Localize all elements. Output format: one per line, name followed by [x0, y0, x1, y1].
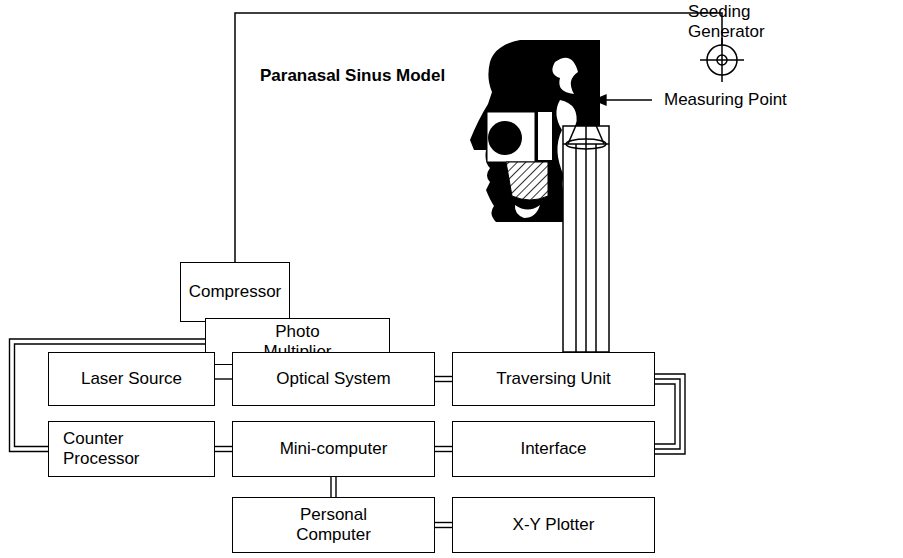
connector-line: [435, 376, 452, 377]
connector-line: [655, 384, 675, 444]
signal-connector: [435, 447, 452, 452]
signal-connector: [435, 377, 452, 382]
signal-connector: [435, 523, 452, 528]
process-box: Laser Source: [48, 352, 215, 406]
connector-line: [215, 451, 232, 452]
signal-connector: [215, 379, 232, 380]
annotation-label: Paranasal Sinus Model: [258, 66, 447, 86]
connector-line: [435, 522, 452, 523]
process-box: X-Y Plotter: [452, 497, 655, 553]
box-label: Counter Processor: [63, 429, 153, 468]
connector-line: [335, 477, 336, 497]
signal-connector: [331, 477, 336, 497]
box-label: Interface: [520, 439, 586, 459]
process-box: Counter Processor: [48, 421, 215, 477]
box-label: Optical System: [276, 369, 390, 389]
connector-line: [215, 378, 232, 379]
process-box: Personal Computer: [232, 497, 435, 553]
connector-line: [330, 477, 331, 497]
process-box: Traversing Unit: [452, 352, 655, 406]
process-box: Compressor: [180, 262, 290, 322]
box-label: X-Y Plotter: [513, 515, 595, 535]
signal-connector: [215, 447, 232, 452]
probe-optics: [563, 96, 609, 352]
connector-line: [435, 446, 452, 447]
seeding-generator-symbol: [700, 38, 744, 82]
connector-line: [655, 374, 685, 454]
process-box: Interface: [452, 421, 655, 477]
process-box: Mini-computer: [232, 421, 435, 477]
box-label: Laser Source: [81, 369, 182, 389]
leader-arrow: [594, 95, 652, 105]
annotation-label: Seeding Generator: [686, 2, 780, 41]
annotation-label: Measuring Point: [662, 90, 789, 110]
air-line: [235, 13, 722, 262]
connector-line: [435, 381, 452, 382]
box-label: Compressor: [189, 282, 282, 302]
connector-line: [655, 379, 680, 449]
box-label: Mini-computer: [280, 439, 388, 459]
connector-line: [435, 451, 452, 452]
connector-line: [215, 446, 232, 447]
signal-connector: [655, 374, 685, 454]
box-label: Personal Computer: [284, 505, 384, 544]
process-box: Optical System: [232, 352, 435, 406]
box-label: Traversing Unit: [496, 369, 611, 389]
connector-line: [435, 527, 452, 528]
